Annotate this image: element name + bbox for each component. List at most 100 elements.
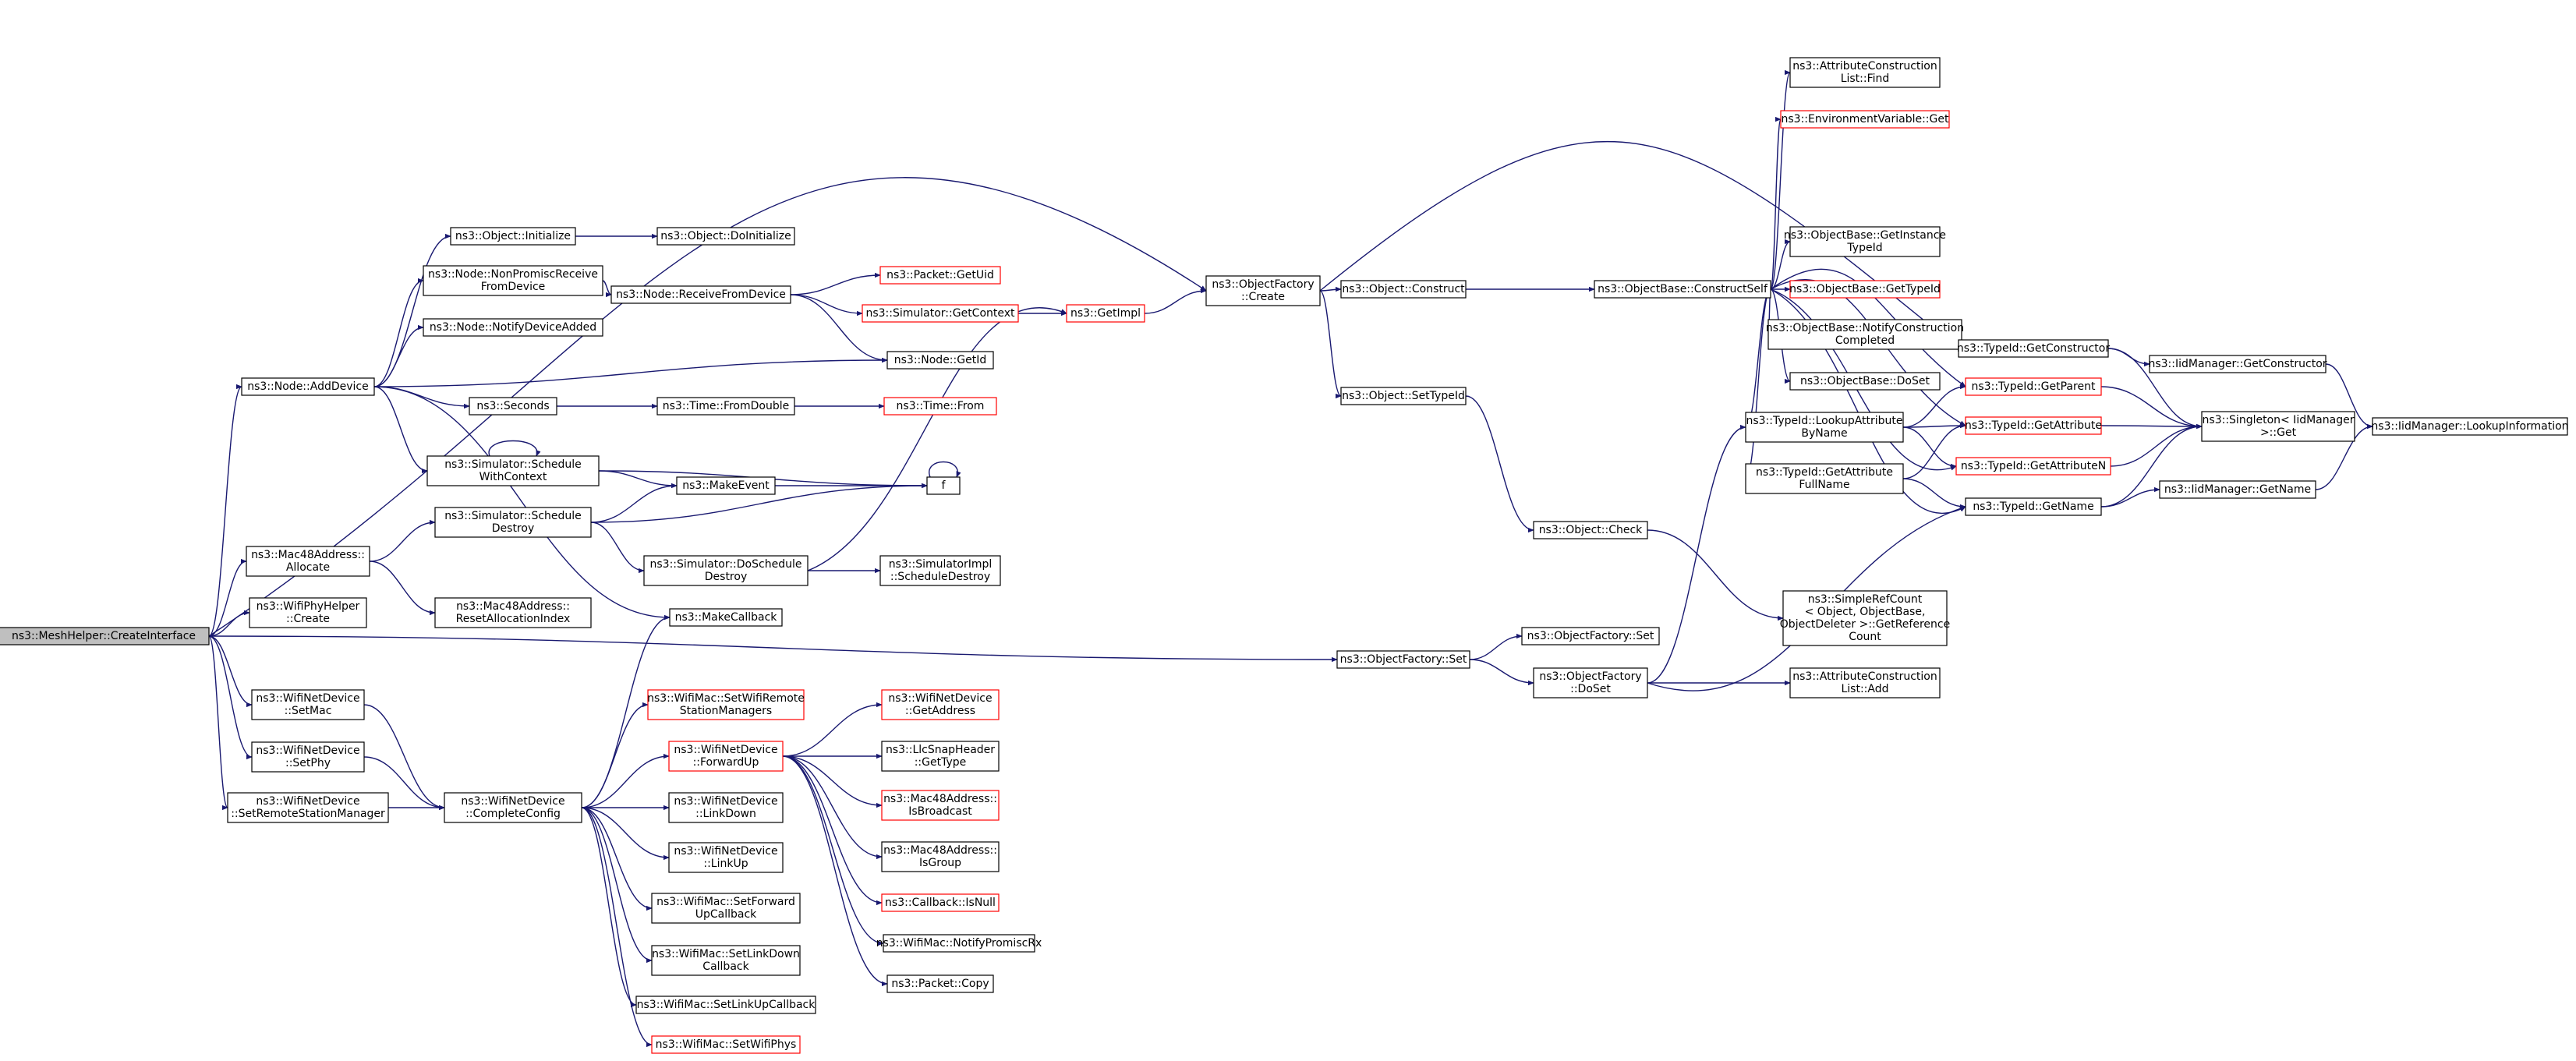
function-node-objInit[interactable]: ns3::Object::Initialize [450, 227, 576, 246]
function-node-macAllocate[interactable]: ns3::Mac48Address::Allocate [246, 546, 370, 577]
function-node-getImpl[interactable]: ns3::GetImpl [1066, 304, 1145, 323]
node-label: ::GetAddress [905, 705, 975, 717]
function-node-addDevice[interactable]: ns3::Node::AddDevice [241, 377, 375, 396]
function-node-obDoSet[interactable]: ns3::ObjectBase::DoSet [1789, 372, 1941, 391]
function-node-tidGetAttributeN[interactable]: ns3::TypeId::GetAttributeN [1955, 457, 2111, 476]
function-node-recvFromDev[interactable]: ns3::Node::ReceiveFromDevice [610, 285, 791, 304]
function-node-makeEvent[interactable]: ns3::MakeEvent [676, 476, 776, 495]
function-node-wndSetRsm[interactable]: ns3::WifiNetDevice::SetRemoteStationMana… [227, 792, 389, 823]
function-node-wmSetLinkUp[interactable]: ns3::WifiMac::SetLinkUpCallback [635, 996, 816, 1014]
function-node-objDoInit[interactable]: ns3::Object::DoInitialize [656, 227, 795, 246]
node-label: ns3::ObjectBase::ConstructSelf [1598, 283, 1768, 295]
function-node-tidGetName[interactable]: ns3::TypeId::GetName [1965, 497, 2102, 516]
function-node-wndGetAddress[interactable]: ns3::WifiNetDevice::GetAddress [881, 689, 1000, 720]
function-node-seconds[interactable]: ns3::Seconds [469, 397, 557, 416]
node-label: Count [1849, 631, 1881, 643]
function-node-nodeGetId[interactable]: ns3::Node::GetId [886, 351, 994, 370]
call-edge-wndForwardUp-to-wndGetAddress [782, 702, 883, 757]
call-edge-schedWithCtx-to-makeEvent [598, 470, 678, 489]
function-node-objCheck[interactable]: ns3::Object::Check [1533, 521, 1648, 539]
function-node-ofSet2[interactable]: ns3::ObjectFactory::Set [1521, 627, 1660, 645]
node-box [1533, 667, 1648, 698]
call-edge-wndForwardUp-to-macIsGroup [782, 755, 883, 860]
function-node-schedDestroy[interactable]: ns3::Simulator::ScheduleDestroy [434, 507, 592, 538]
function-node-timeFrom[interactable]: ns3::Time::From [883, 397, 997, 416]
function-node-tidGetAttribute[interactable]: ns3::TypeId::GetAttribute [1965, 416, 2102, 435]
function-node-macIsGroup[interactable]: ns3::Mac48Address::IsGroup [881, 841, 1000, 872]
node-box [434, 597, 592, 628]
function-node-singletonGet[interactable]: ns3::Singleton< IidManager>::Get [2201, 411, 2355, 442]
node-label: ns3::ObjectBase::NotifyConstruction [1766, 322, 1964, 334]
node-box [881, 689, 1000, 720]
node-box [1745, 412, 1904, 443]
function-node-wndCompleteConfig[interactable]: ns3::WifiNetDevice::CompleteConfig [444, 792, 582, 823]
function-node-ofDoSet[interactable]: ns3::ObjectFactory::DoSet [1533, 667, 1648, 698]
function-node-phyHelperCreate[interactable]: ns3::WifiPhyHelper::Create [249, 597, 367, 628]
function-node-objSetTypeId[interactable]: ns3::Object::SetTypeId [1340, 387, 1467, 405]
node-box [1782, 590, 1948, 646]
function-node-ofCreate[interactable]: ns3::ObjectFactory::Create [1205, 275, 1321, 306]
node-label: ns3::WifiNetDevice [674, 795, 777, 808]
node-label: Destroy [705, 571, 747, 583]
node-label: ns3::GetImpl [1070, 307, 1141, 320]
function-node-wndForwardUp[interactable]: ns3::WifiNetDevice::ForwardUp [668, 741, 784, 772]
function-node-ofSet[interactable]: ns3::ObjectFactory::Set [1336, 650, 1470, 669]
function-node-macIsBroadcast[interactable]: ns3::Mac48Address::IsBroadcast [881, 790, 1000, 821]
function-node-objConstruct[interactable]: ns3::Object::Construct [1340, 280, 1467, 299]
function-node-srcGetRefCount[interactable]: ns3::SimpleRefCount< Object, ObjectBase,… [1780, 590, 1950, 646]
call-edge-wndCompleteConfig-to-wmSetRsm [581, 702, 649, 808]
function-node-simGetCtx[interactable]: ns3::Simulator::GetContext [862, 304, 1019, 323]
node-box [862, 304, 1019, 323]
node-label: ns3::Mac48Address:: [251, 549, 365, 561]
function-node-cbIsNull[interactable]: ns3::Callback::IsNull [881, 893, 1000, 912]
function-node-obGetTypeId[interactable]: ns3::ObjectBase::GetTypeId [1789, 280, 1941, 299]
node-label: ns3::Singleton< IidManager [2203, 414, 2355, 426]
function-node-iidMgrGetName[interactable]: ns3::IidManager::GetName [2159, 480, 2316, 499]
function-node-notifyDevAdded[interactable]: ns3::Node::NotifyDeviceAdded [423, 318, 603, 337]
function-node-wndSetPhy[interactable]: ns3::WifiNetDevice::SetPhy [251, 741, 365, 773]
call-edge-nonPromisc-to-recvFromDev [602, 280, 612, 298]
node-box [926, 476, 961, 495]
function-node-envGet[interactable]: ns3::EnvironmentVariable::Get [1780, 110, 1950, 129]
function-node-wndSetMac[interactable]: ns3::WifiNetDevice::SetMac [251, 689, 365, 720]
function-node-wndLinkUp[interactable]: ns3::WifiNetDevice::LinkUp [668, 842, 784, 873]
function-node-obConstructSelf[interactable]: ns3::ObjectBase::ConstructSelf [1594, 280, 1771, 299]
function-node-macResetAlloc[interactable]: ns3::Mac48Address::ResetAllocationIndex [434, 597, 592, 628]
function-node-obNotifyConstruction[interactable]: ns3::ObjectBase::NotifyConstructionCompl… [1766, 319, 1964, 350]
function-node-iidMgrLookupInfo[interactable]: ns3::IidManager::LookupInformation [2371, 417, 2569, 436]
function-node-simImplSchedDestroy[interactable]: ns3::SimulatorImpl::ScheduleDestroy [879, 555, 1001, 586]
node-label: ::LinkUp [703, 858, 748, 870]
function-node-f[interactable]: f [926, 476, 961, 495]
node-label: ns3::IidManager::LookupInformation [2371, 420, 2568, 433]
node-label: ns3::TypeId::GetName [1973, 500, 2093, 513]
function-node-pktCopy[interactable]: ns3::Packet::Copy [886, 974, 994, 993]
function-node-iidMgrGetConstructor[interactable]: ns3::IidManager::GetConstructor [2148, 355, 2327, 373]
call-edge-schedWithCtx-self [488, 440, 541, 457]
function-node-tidGetParent[interactable]: ns3::TypeId::GetParent [1965, 377, 2102, 396]
function-node-pktGetUid[interactable]: ns3::Packet::GetUid [879, 266, 1001, 285]
node-label: ns3::WifiMac::NotifyPromiscRx [876, 937, 1042, 950]
call-edge-tidGetConstructor-to-singletonGet [2107, 348, 2203, 430]
function-node-llcGetType[interactable]: ns3::LlcSnapHeader::GetType [881, 741, 1000, 772]
function-node-wndLinkDown[interactable]: ns3::WifiNetDevice::LinkDown [668, 792, 784, 823]
node-box [1965, 497, 2102, 516]
node-label: ns3::TypeId::GetAttribute [1756, 466, 1893, 479]
function-node-root[interactable]: ns3::MeshHelper::CreateInterface [0, 627, 210, 645]
node-label: ns3::TypeId::GetAttribute [1965, 419, 2102, 432]
function-node-wmNotifyPromisc[interactable]: ns3::WifiMac::NotifyPromiscRx [876, 934, 1042, 953]
function-node-wmSetPhys[interactable]: ns3::WifiMac::SetWifiPhys [651, 1035, 801, 1054]
function-node-wmSetRsm[interactable]: ns3::WifiMac::SetWifiRemoteStationManage… [647, 689, 805, 720]
function-node-timeFromDouble[interactable]: ns3::Time::FromDouble [656, 397, 795, 416]
function-node-tidGetConstructor[interactable]: ns3::TypeId::GetConstructor [1957, 339, 2110, 358]
function-node-makeCallback[interactable]: ns3::MakeCallback [669, 608, 783, 627]
